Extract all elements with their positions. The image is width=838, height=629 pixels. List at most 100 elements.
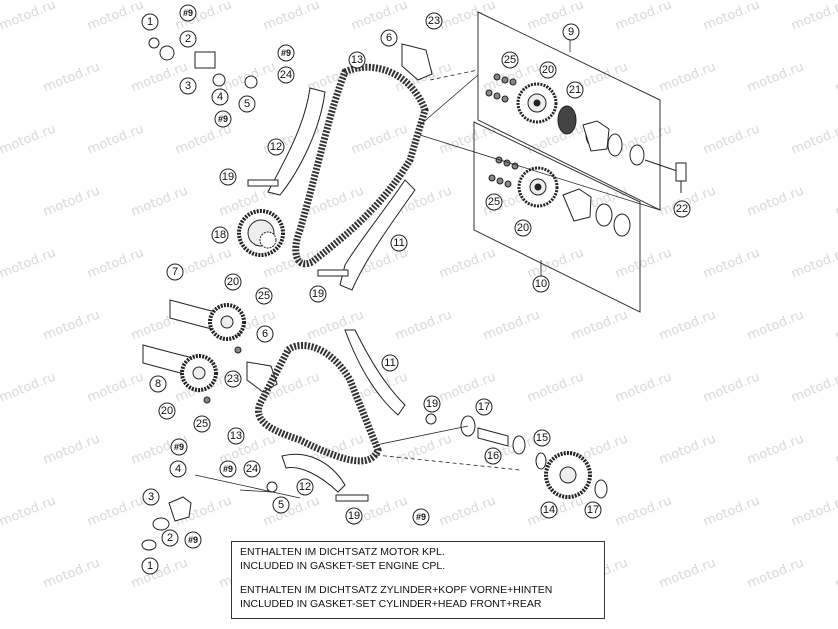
callout-gasket-top: #9 <box>179 4 197 22</box>
callout-gasket-bottom: #9 <box>412 508 430 526</box>
callout-19-top: 19 <box>219 168 237 186</box>
lower-timing-chain <box>255 329 437 502</box>
watermark-text: motod.ru <box>833 431 838 467</box>
callout-10: 10 <box>532 275 550 293</box>
callout-text: 25 <box>488 196 500 208</box>
callout-text: 19 <box>222 171 234 183</box>
callout-text: 17 <box>478 401 490 413</box>
watermark-text: motod.ru <box>613 369 674 405</box>
callout-5-lower: 5 <box>272 496 290 514</box>
note-line-3: ENTHALTEN IM DICHTSATZ ZYLINDER+KOPF VOR… <box>240 584 553 596</box>
gasket-set-note: ENTHALTEN IM DICHTSATZ MOTOR KPL. INCLUD… <box>231 541 605 619</box>
callout-20-bottom-left: 20 <box>158 402 176 420</box>
crank-sprocket-group <box>460 415 608 499</box>
callout-12-lower: 12 <box>296 478 314 496</box>
callout-7: 7 <box>166 263 184 281</box>
lower-camshafts <box>142 299 278 404</box>
watermark-text: motod.ru <box>261 493 322 529</box>
callout-text: 5 <box>244 98 250 110</box>
callout-text: 13 <box>351 54 363 66</box>
left-small-parts <box>148 37 258 89</box>
callout-17-bottom: 17 <box>584 501 602 519</box>
callout-text: 17 <box>587 504 599 516</box>
note-line-4: INCLUDED IN GASKET-SET CYLINDER+HEAD FRO… <box>240 598 542 610</box>
watermark-text: motod.ru <box>745 183 806 219</box>
watermark-text: motod.ru <box>437 121 498 157</box>
watermark-text: motod.ru <box>481 307 542 343</box>
callout-4-lower: 4 <box>169 460 187 478</box>
callout-text: 13 <box>230 430 242 442</box>
lower-left-small-parts <box>141 481 278 551</box>
callout-text: 16 <box>487 450 499 462</box>
watermark-text: motod.ru <box>0 121 58 157</box>
callout-15: 15 <box>533 429 551 447</box>
callout-16: 16 <box>484 447 502 465</box>
watermark-text: motod.ru <box>41 59 102 95</box>
callout-5-top: 5 <box>238 95 256 113</box>
callout-text: 1 <box>147 560 153 572</box>
watermark-text: motod.ru <box>569 307 630 343</box>
callout-19-mid: 19 <box>309 285 327 303</box>
watermark-text: motod.ru <box>701 369 762 405</box>
watermark-text: motod.ru <box>789 0 838 34</box>
callout-text: 4 <box>217 91 223 103</box>
callout-text: 9 <box>568 26 574 38</box>
callout-text: 25 <box>258 290 270 302</box>
callout-23-top: 23 <box>425 12 443 30</box>
watermark-text: motod.ru <box>833 307 838 343</box>
watermark-text: motod.ru <box>0 369 58 405</box>
callout-text: 22 <box>676 203 688 215</box>
callout-gasket-lower-left: #9 <box>170 438 188 456</box>
watermark-text: motod.ru <box>129 555 190 591</box>
callout-labels: 1 #9 2 3 4 #9 5 #9 24 13 6 23 12 19 18 1… <box>141 4 691 575</box>
watermark-text: motod.ru <box>85 121 146 157</box>
watermark-text: motod.ru <box>85 245 146 281</box>
callout-text: #9 <box>188 535 198 545</box>
watermark-text: motod.ru <box>789 121 838 157</box>
callout-text: 10 <box>535 278 547 290</box>
callout-25-upper: 25 <box>501 51 519 69</box>
watermark-text: motod.ru <box>745 59 806 95</box>
callout-gasket-lower: #9 <box>184 531 202 549</box>
callout-text: 8 <box>155 378 161 390</box>
callout-text: 7 <box>172 266 178 278</box>
callout-text: 21 <box>569 84 581 96</box>
watermark-text: motod.ru <box>393 307 454 343</box>
callout-text: 25 <box>504 54 516 66</box>
watermark-text: motod.ru <box>41 183 102 219</box>
callout-text: 18 <box>214 229 226 241</box>
callout-text: 20 <box>517 222 529 234</box>
note-line-1: ENTHALTEN IM DICHTSATZ MOTOR KPL. <box>240 546 445 558</box>
callout-6-top: 6 <box>380 29 398 47</box>
callout-text: #9 <box>218 114 228 124</box>
callout-text: 19 <box>348 510 360 522</box>
callout-text: #9 <box>281 48 291 58</box>
callout-text: 3 <box>148 491 154 503</box>
watermark-text: motod.ru <box>525 121 586 157</box>
callout-text: 19 <box>426 398 438 410</box>
watermark-text: motod.ru <box>789 493 838 529</box>
callout-25-bottom-left: 25 <box>193 415 211 433</box>
callout-20-lower: 20 <box>514 219 532 237</box>
callout-text: 4 <box>175 463 181 475</box>
watermark-text: motod.ru <box>657 431 718 467</box>
callout-text: 1 <box>147 16 153 28</box>
callout-14: 14 <box>540 501 558 519</box>
callout-2-lower: 2 <box>161 529 179 547</box>
callout-11-top: 11 <box>390 234 408 252</box>
watermark-text: motod.ru <box>41 555 102 591</box>
callout-3-top: 3 <box>179 77 197 95</box>
watermark-text: motod.ru <box>657 59 718 95</box>
watermark-text: motod.ru <box>525 369 586 405</box>
callout-text: 11 <box>393 237 404 249</box>
callout-text: 20 <box>542 64 554 76</box>
note-line-2: INCLUDED IN GASKET-SET ENGINE CPL. <box>240 560 446 572</box>
watermark-text: motod.ru <box>85 493 146 529</box>
callout-12-top: 12 <box>267 138 285 156</box>
watermark-text: motod.ru <box>85 369 146 405</box>
callout-text: 23 <box>227 373 239 385</box>
watermark-text: motod.ru <box>833 555 838 591</box>
watermark-text: motod.ru <box>0 245 58 281</box>
watermark-text: motod.ru <box>85 0 146 34</box>
